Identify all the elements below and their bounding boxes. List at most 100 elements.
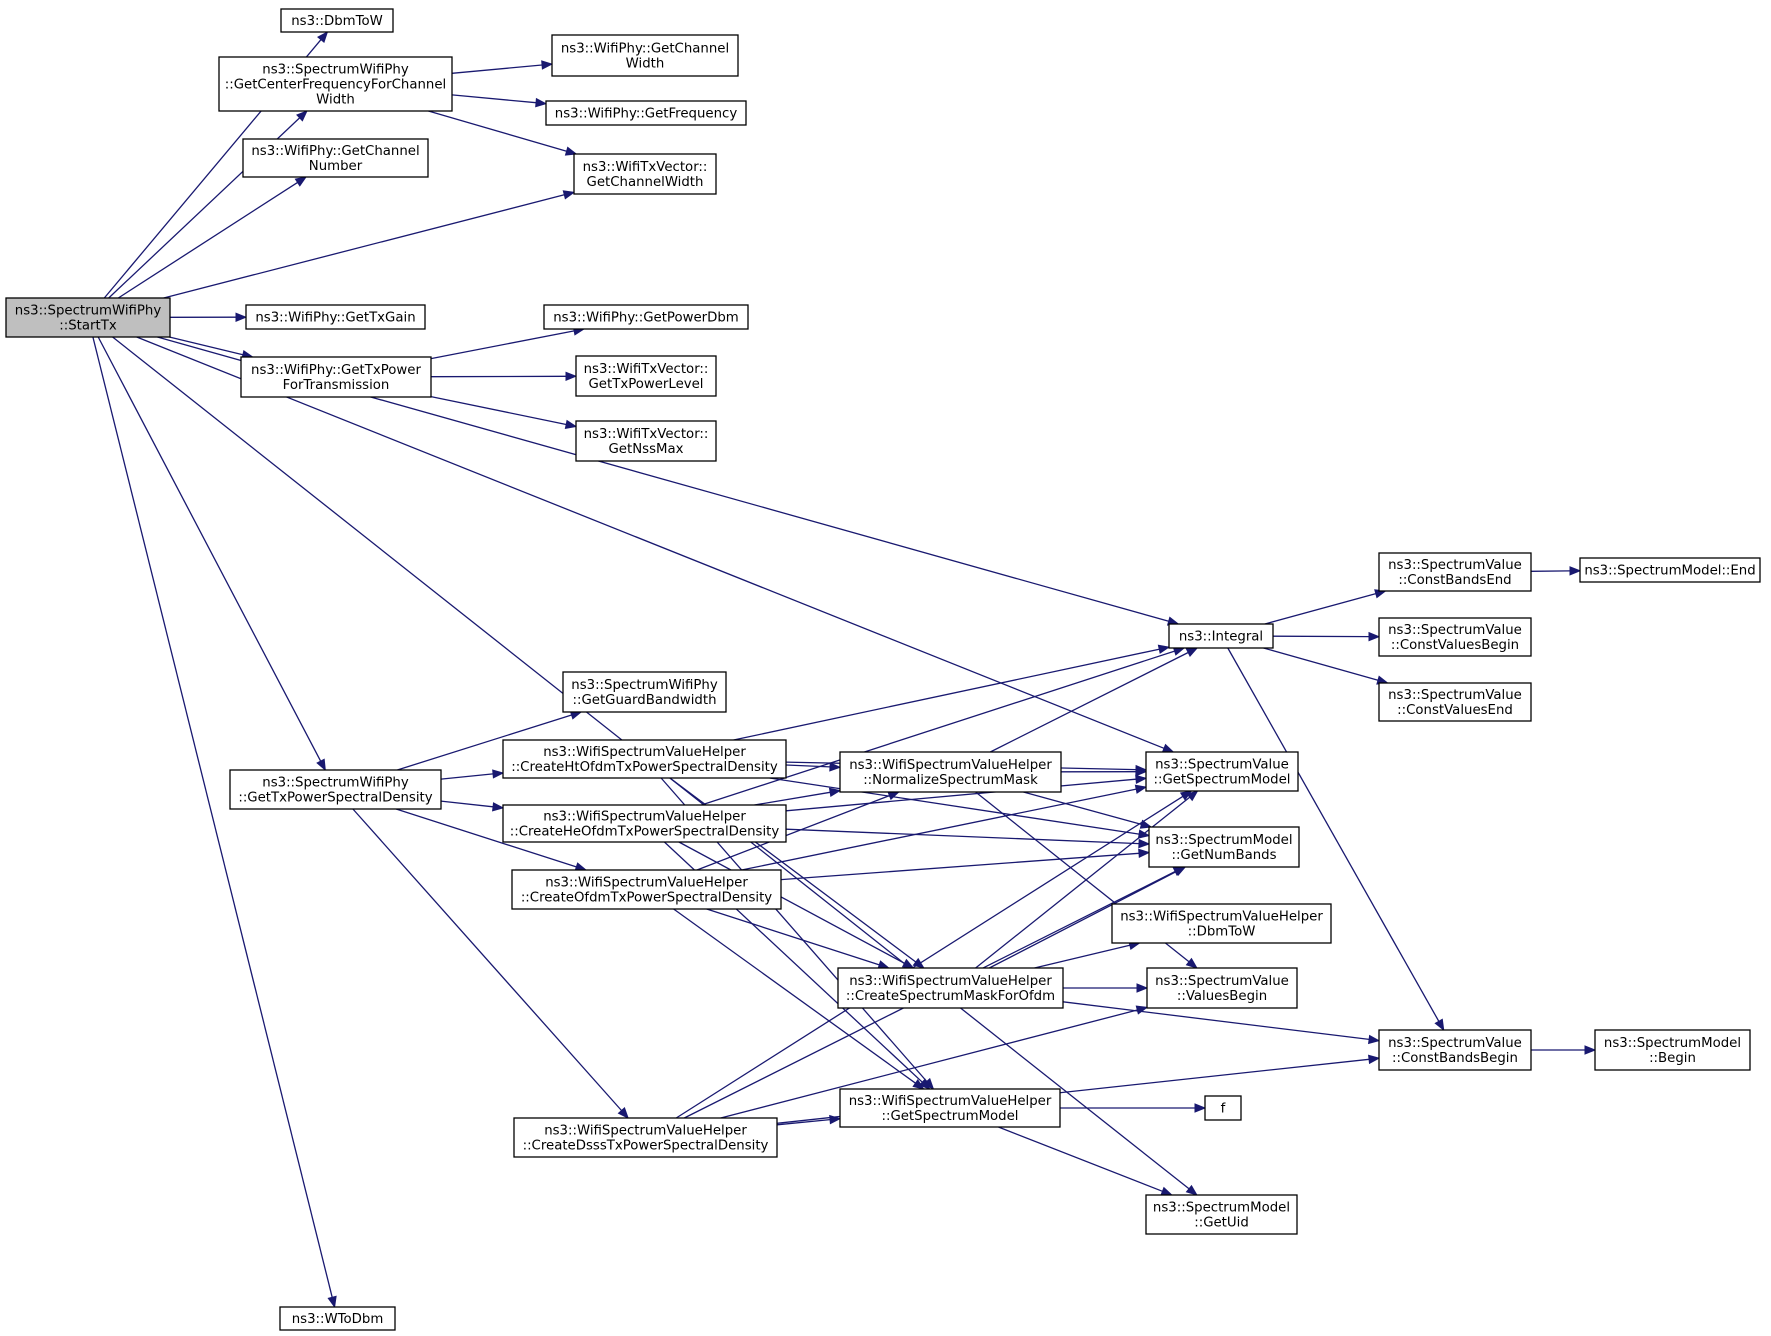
node-phy-get-channel-width[interactable]: ns3::WifiPhy::GetChannelWidth [551,34,739,77]
edge-create_ofdm-to-create_mask_ofdm [706,908,891,970]
node-get-num-bands[interactable]: ns3::SpectrumModel::GetNumBands [1148,826,1300,868]
node-const-bands-end[interactable]: ns3::SpectrumValue::ConstBandsEnd [1378,552,1532,592]
edge-integral-to-const_values_end [1263,647,1389,685]
node-sv-get-spectrum-model[interactable]: ns3::SpectrumValue::GetSpectrumModel [1145,751,1299,792]
edge-arrowhead [887,791,901,801]
node-dbm-to-w[interactable]: ns3::DbmToW [280,8,394,33]
edge-line [1023,791,1142,826]
edge-line [990,651,1189,753]
node-label-line: ::GetSpectrumModel [1153,773,1290,788]
node-box [1378,1029,1532,1071]
node-start-tx[interactable]: ns3::SpectrumWifiPhy::StartTx [5,297,171,338]
node-get-power-dbm[interactable]: ns3::WifiPhy::GetPowerDbm [543,304,749,330]
node-normalize-mask[interactable]: ns3::WifiSpectrumValueHelper::NormalizeS… [839,751,1062,793]
node-label-line: ns3::WifiSpectrumValueHelper [544,1124,747,1139]
node-label-line: ns3::SpectrumModel [1153,1201,1290,1216]
node-create-ofdm[interactable]: ns3::WifiSpectrumValueHelper::CreateOfdm… [511,869,782,910]
edge-arrowhead [1185,647,1199,657]
node-box [279,1306,396,1331]
node-box [1594,1029,1751,1071]
edge-arrowhead [1160,1186,1174,1196]
node-w-to-dbm[interactable]: ns3::WToDbm [279,1306,396,1331]
edge-arrowhead [1179,790,1193,801]
node-box [1145,1194,1298,1235]
node-create-he[interactable]: ns3::WifiSpectrumValueHelper::CreateHeOf… [502,804,787,843]
edge-line [1227,647,1440,1022]
edge-integral-to-const_values_begin [1272,631,1381,642]
edge-get_center_freq-to-phy_get_channel_width [451,60,554,74]
node-helper-dbm-to-w[interactable]: ns3::WifiSpectrumValueHelper::DbmToW [1111,903,1332,944]
node-box [573,153,717,195]
node-model-end[interactable]: ns3::SpectrumModel::End [1579,557,1761,583]
edge-create_mask_ofdm-to-const_bands_begin [1062,1001,1381,1045]
edge-line [92,336,333,1298]
edge-arrowhead [1185,1184,1198,1196]
node-create-ht[interactable]: ns3::WifiSpectrumValueHelper::CreateHtOf… [502,739,787,779]
node-const-bands-begin[interactable]: ns3::SpectrumValue::ConstBandsBegin [1378,1029,1532,1071]
node-label-line: ns3::WifiSpectrumValueHelper [849,1094,1052,1109]
node-f[interactable]: f [1204,1095,1242,1121]
edge-line [741,788,1137,871]
node-values-begin[interactable]: ns3::SpectrumValue::ValuesBegin [1146,967,1298,1009]
node-create-mask-ofdm[interactable]: ns3::WifiSpectrumValueHelper::CreateSpec… [837,967,1064,1009]
node-helper-get-spectrum-model[interactable]: ns3::WifiSpectrumValueHelper::GetSpectru… [839,1088,1061,1128]
edge-arrowhead [564,419,578,430]
node-const-values-begin[interactable]: ns3::SpectrumValue::ConstValuesBegin [1378,617,1532,657]
edge-get_tx_psd-to-create_ofdm [395,808,588,872]
node-label-line: GetChannelWidth [587,175,704,190]
node-label-line: ::ConstBandsBegin [1392,1051,1518,1066]
edge-line [397,714,572,771]
node-label-line: ::CreateOfdmTxPowerSpectralDensity [521,891,772,906]
node-box [551,34,739,77]
node-label-line: ns3::WifiSpectrumValueHelper [543,745,746,760]
node-label-line: ns3::SpectrumValue [1388,1036,1522,1051]
edge-create_ofdm-to-helper_get_spectrum_model [673,908,925,1090]
node-label-line: ::CreateHeOfdmTxPowerSpectralDensity [510,825,780,840]
node-get-tx-gain[interactable]: ns3::WifiPhy::GetTxGain [245,304,426,330]
node-get-guard-bandwidth[interactable]: ns3::SpectrumWifiPhy::GetGuardBandwidth [562,671,727,713]
edge-line [395,808,577,868]
edge-line [720,1009,1138,1119]
edge-line [769,777,1140,835]
edge-arrowhead [316,758,326,772]
node-get-tx-power-level[interactable]: ns3::WifiTxVector::GetTxPowerLevel [575,355,717,397]
edge-line [97,336,322,762]
node-label-line: ::StartTx [59,319,117,334]
edge-line [780,852,1140,881]
node-box [1148,826,1300,868]
node-get-uid[interactable]: ns3::SpectrumModel::GetUid [1145,1194,1298,1235]
node-get-center-freq[interactable]: ns3::SpectrumWifiPhy::GetCenterFrequency… [218,56,453,112]
node-get-nss-max[interactable]: ns3::WifiTxVector::GetNssMax [575,420,717,462]
edge-create_dsss-to-sv_get_spectrum_model [675,790,1193,1119]
node-label-line: Width [626,57,665,72]
edge-arrowhead [1138,838,1151,849]
node-label-line: ::GetGuardBandwidth [573,693,717,708]
node-create-dsss[interactable]: ns3::WifiSpectrumValueHelper::CreateDsss… [513,1117,778,1158]
node-get-tx-psd[interactable]: ns3::SpectrumWifiPhy::GetTxPowerSpectral… [229,769,442,810]
edge-get_tx_power_for_tx-to-get_nss_max [430,395,578,430]
node-box [1168,623,1274,649]
node-integral[interactable]: ns3::Integral [1168,623,1274,649]
node-label-line: ns3::WifiTxVector:: [584,427,709,442]
node-txvec-get-channel-width[interactable]: ns3::WifiTxVector::GetChannelWidth [573,153,717,195]
node-label-line: ns3::WifiSpectrumValueHelper [545,876,748,891]
edge-normalize_mask-to-integral [990,647,1199,753]
node-phy-get-frequency[interactable]: ns3::WifiPhy::GetFrequency [545,100,747,126]
node-box [1579,557,1761,583]
edge-line [706,908,880,966]
edge-arrowhead [564,146,578,156]
edge-arrowhead [535,97,548,108]
node-label-line: ns3::Integral [1179,630,1263,645]
edge-arrowhead [1138,848,1151,858]
node-const-values-end[interactable]: ns3::SpectrumValue::ConstValuesEnd [1378,682,1532,722]
edge-line [451,64,543,74]
edge-get_tx_power_for_tx-to-get_power_dbm [430,326,586,360]
edge-create_he-to-normalize_mask [754,787,842,806]
edge-get_tx_psd-to-create_he [440,800,505,812]
node-label-line: ns3::WifiTxVector:: [584,362,709,377]
edge-create_mask_ofdm-to-helper_dbm_to_w [1034,940,1141,969]
node-model-begin[interactable]: ns3::SpectrumModel::Begin [1594,1029,1751,1071]
edge-get_tx_psd-to-create_dsss [352,808,629,1120]
